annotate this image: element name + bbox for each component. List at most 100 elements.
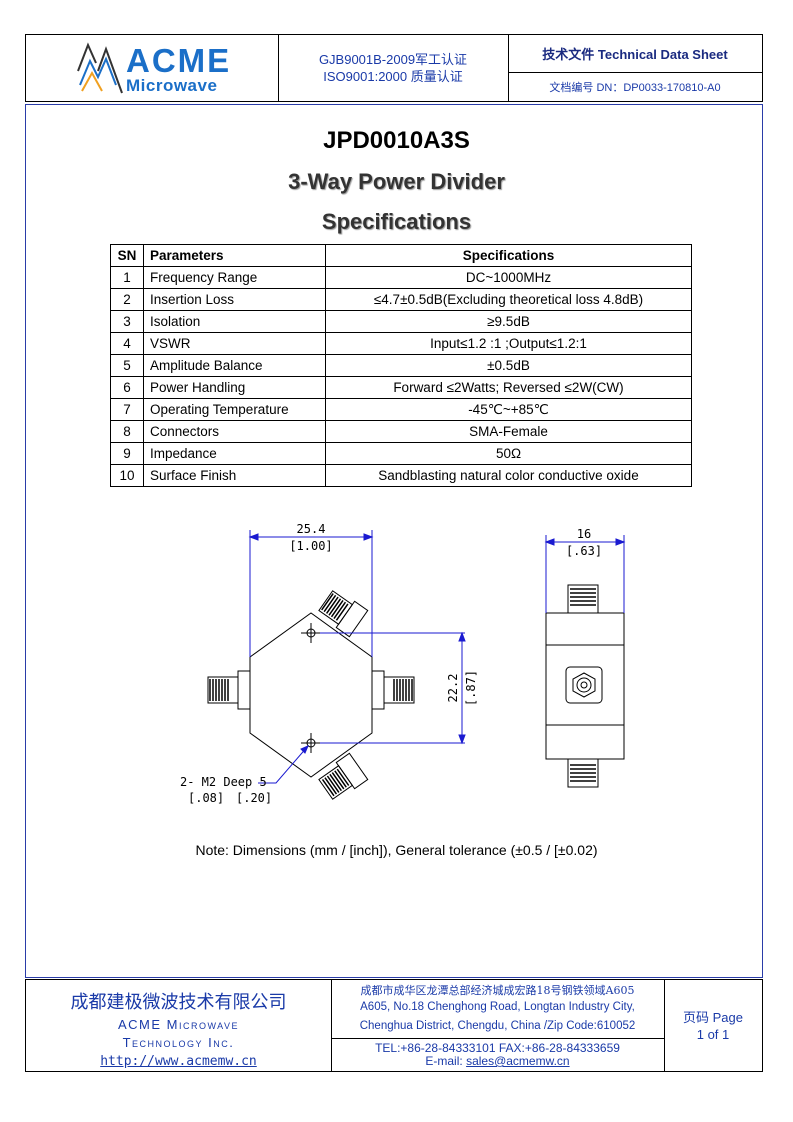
row-parameter: Surface Finish <box>143 464 326 487</box>
page-label: 页码 Page <box>683 1009 743 1025</box>
dim-depth-in: [.63] <box>566 544 602 558</box>
row-parameter: Frequency Range <box>143 266 326 289</box>
row-sn: 9 <box>110 442 144 465</box>
company-name-en-line1: ACME Microwave <box>117 1017 239 1032</box>
row-parameter: Amplitude Balance <box>143 354 326 377</box>
website-link[interactable]: http://www.acmemw.cn <box>100 1054 257 1069</box>
doc-number: 文档编号 DN：DP0033-170810-A0 <box>549 82 721 94</box>
row-sn: 4 <box>110 332 144 355</box>
email-line: E-mail: sales@acmemw.cn <box>331 1054 664 1068</box>
row-parameter: Insertion Loss <box>143 288 326 311</box>
row-spec: Sandblasting natural color conductive ox… <box>325 464 692 487</box>
upper-connector-body <box>318 590 354 625</box>
side-front-connector <box>565 666 603 704</box>
header: ACME Microwave GJB9001B-2009军工认证 ISO9001… <box>25 34 763 102</box>
logo-cell: ACME Microwave <box>26 35 279 101</box>
company-cell: 成都建极微波技术有限公司 ACME Microwave Technology I… <box>26 980 332 1071</box>
front-view <box>207 590 415 800</box>
dim-width-mm: 25.4 <box>297 522 326 536</box>
row-parameter: Impedance <box>143 442 326 465</box>
row-spec: SMA-Female <box>325 420 692 443</box>
header-parameter: Parameters <box>143 244 326 267</box>
row-spec: ≥9.5dB <box>325 310 692 333</box>
address-en-line1: A605, No.18 Chenghong Road, Longtan Indu… <box>360 1001 635 1013</box>
side-bottom-connector <box>567 758 599 788</box>
page-number: 1 of 1 <box>696 1026 730 1042</box>
cert-line-iso: ISO9001:2000 质量认证 <box>323 69 463 84</box>
row-sn: 1 <box>110 266 144 289</box>
footer: 成都建极微波技术有限公司 ACME Microwave Technology I… <box>25 979 763 1072</box>
dim-height-mm: 22.2 <box>446 674 460 703</box>
left-connector-flange <box>237 670 251 710</box>
row-spec: ±0.5dB <box>325 354 692 377</box>
row-sn: 7 <box>110 398 144 421</box>
content-frame <box>25 104 763 978</box>
tel-fax: TEL:+86-28-84333101 FAX:+86-28-84333659 <box>331 1038 664 1055</box>
product-title: 3-Way Power Divider <box>288 169 505 194</box>
spec-table-header: SN Parameters Specifications <box>110 244 692 267</box>
row-spec: Input≤1.2 :1 ;Output≤1.2:1 <box>325 332 692 355</box>
row-sn: 8 <box>110 420 144 443</box>
row-sn: 3 <box>110 310 144 333</box>
right-connector-flange <box>371 670 385 710</box>
email-link[interactable]: sales@acmemw.cn <box>466 1054 570 1068</box>
housing-hexagon <box>249 612 373 778</box>
row-sn: 2 <box>110 288 144 311</box>
dimension-note: Note: Dimensions (mm / [inch]), General … <box>195 842 598 858</box>
row-spec: ≤4.7±0.5dB(Excluding theoretical loss 4.… <box>325 288 692 311</box>
outline-drawing: 25.4 [1.00] 22.2 [.87] 2- M2 Deep 5 [.08… <box>180 522 626 805</box>
housing-side <box>545 612 625 760</box>
logo-wordmark: ACME <box>126 42 232 79</box>
row-spec: DC~1000MHz <box>325 266 692 289</box>
dim-width-in: [1.00] <box>289 539 332 553</box>
row-spec: -45℃~+85℃ <box>325 398 692 421</box>
row-spec: 50Ω <box>325 442 692 465</box>
dim-depth-mm: 16 <box>577 527 591 541</box>
lower-connector-flange <box>335 752 369 790</box>
row-sn: 5 <box>110 354 144 377</box>
address-en-line2: Chenghua District, Chengdu, China /Zip C… <box>359 1020 636 1032</box>
left-connector-body <box>207 676 239 704</box>
company-name-en-line2: Technology Inc. <box>122 1035 235 1050</box>
certification-cell: GJB9001B-2009军工认证 ISO9001:2000 质量认证 <box>278 35 509 101</box>
doc-type: 技术文件 Technical Data Sheet <box>508 35 762 73</box>
cert-line-gjb: GJB9001B-2009军工认证 <box>318 52 468 67</box>
right-connector-body <box>383 676 415 704</box>
row-parameter: Isolation <box>143 310 326 333</box>
dim-height-in: [.87] <box>464 670 478 706</box>
hole-callout-in-2: [.20] <box>236 791 272 805</box>
side-view <box>545 584 625 788</box>
hole-callout-in-1: [.08] <box>188 791 224 805</box>
header-sn: SN <box>110 244 144 267</box>
row-sn: 6 <box>110 376 144 399</box>
logo-subtitle: Microwave <box>126 76 218 95</box>
address-cell: 成都市成华区龙潭总部经济城成宏路18号钢铁领域A605 A605, No.18 … <box>331 980 665 1071</box>
acme-logo-icon <box>77 42 123 94</box>
upper-connector-flange <box>335 600 369 638</box>
section-title: Specifications <box>321 209 472 234</box>
address-cn: 成都市成华区龙潭总部经济城成宏路18号钢铁领域A605 <box>360 984 635 997</box>
row-parameter: Operating Temperature <box>143 398 326 421</box>
email-label: E-mail: <box>425 1054 463 1068</box>
row-parameter: VSWR <box>143 332 326 355</box>
model-title: JPD0010A3S <box>323 127 470 154</box>
company-name-cn: 成都建极微波技术有限公司 <box>70 992 287 1012</box>
page-cell: 页码 Page 1 of 1 <box>664 980 762 1071</box>
doc-info-cell: 技术文件 Technical Data Sheet 文档编号 DN：DP0033… <box>508 35 762 101</box>
header-spec: Specifications <box>325 244 692 267</box>
row-sn: 10 <box>110 464 144 487</box>
side-top-connector <box>567 584 599 614</box>
row-parameter: Connectors <box>143 420 326 443</box>
hole-callout: 2- M2 Deep 5 <box>180 775 267 789</box>
